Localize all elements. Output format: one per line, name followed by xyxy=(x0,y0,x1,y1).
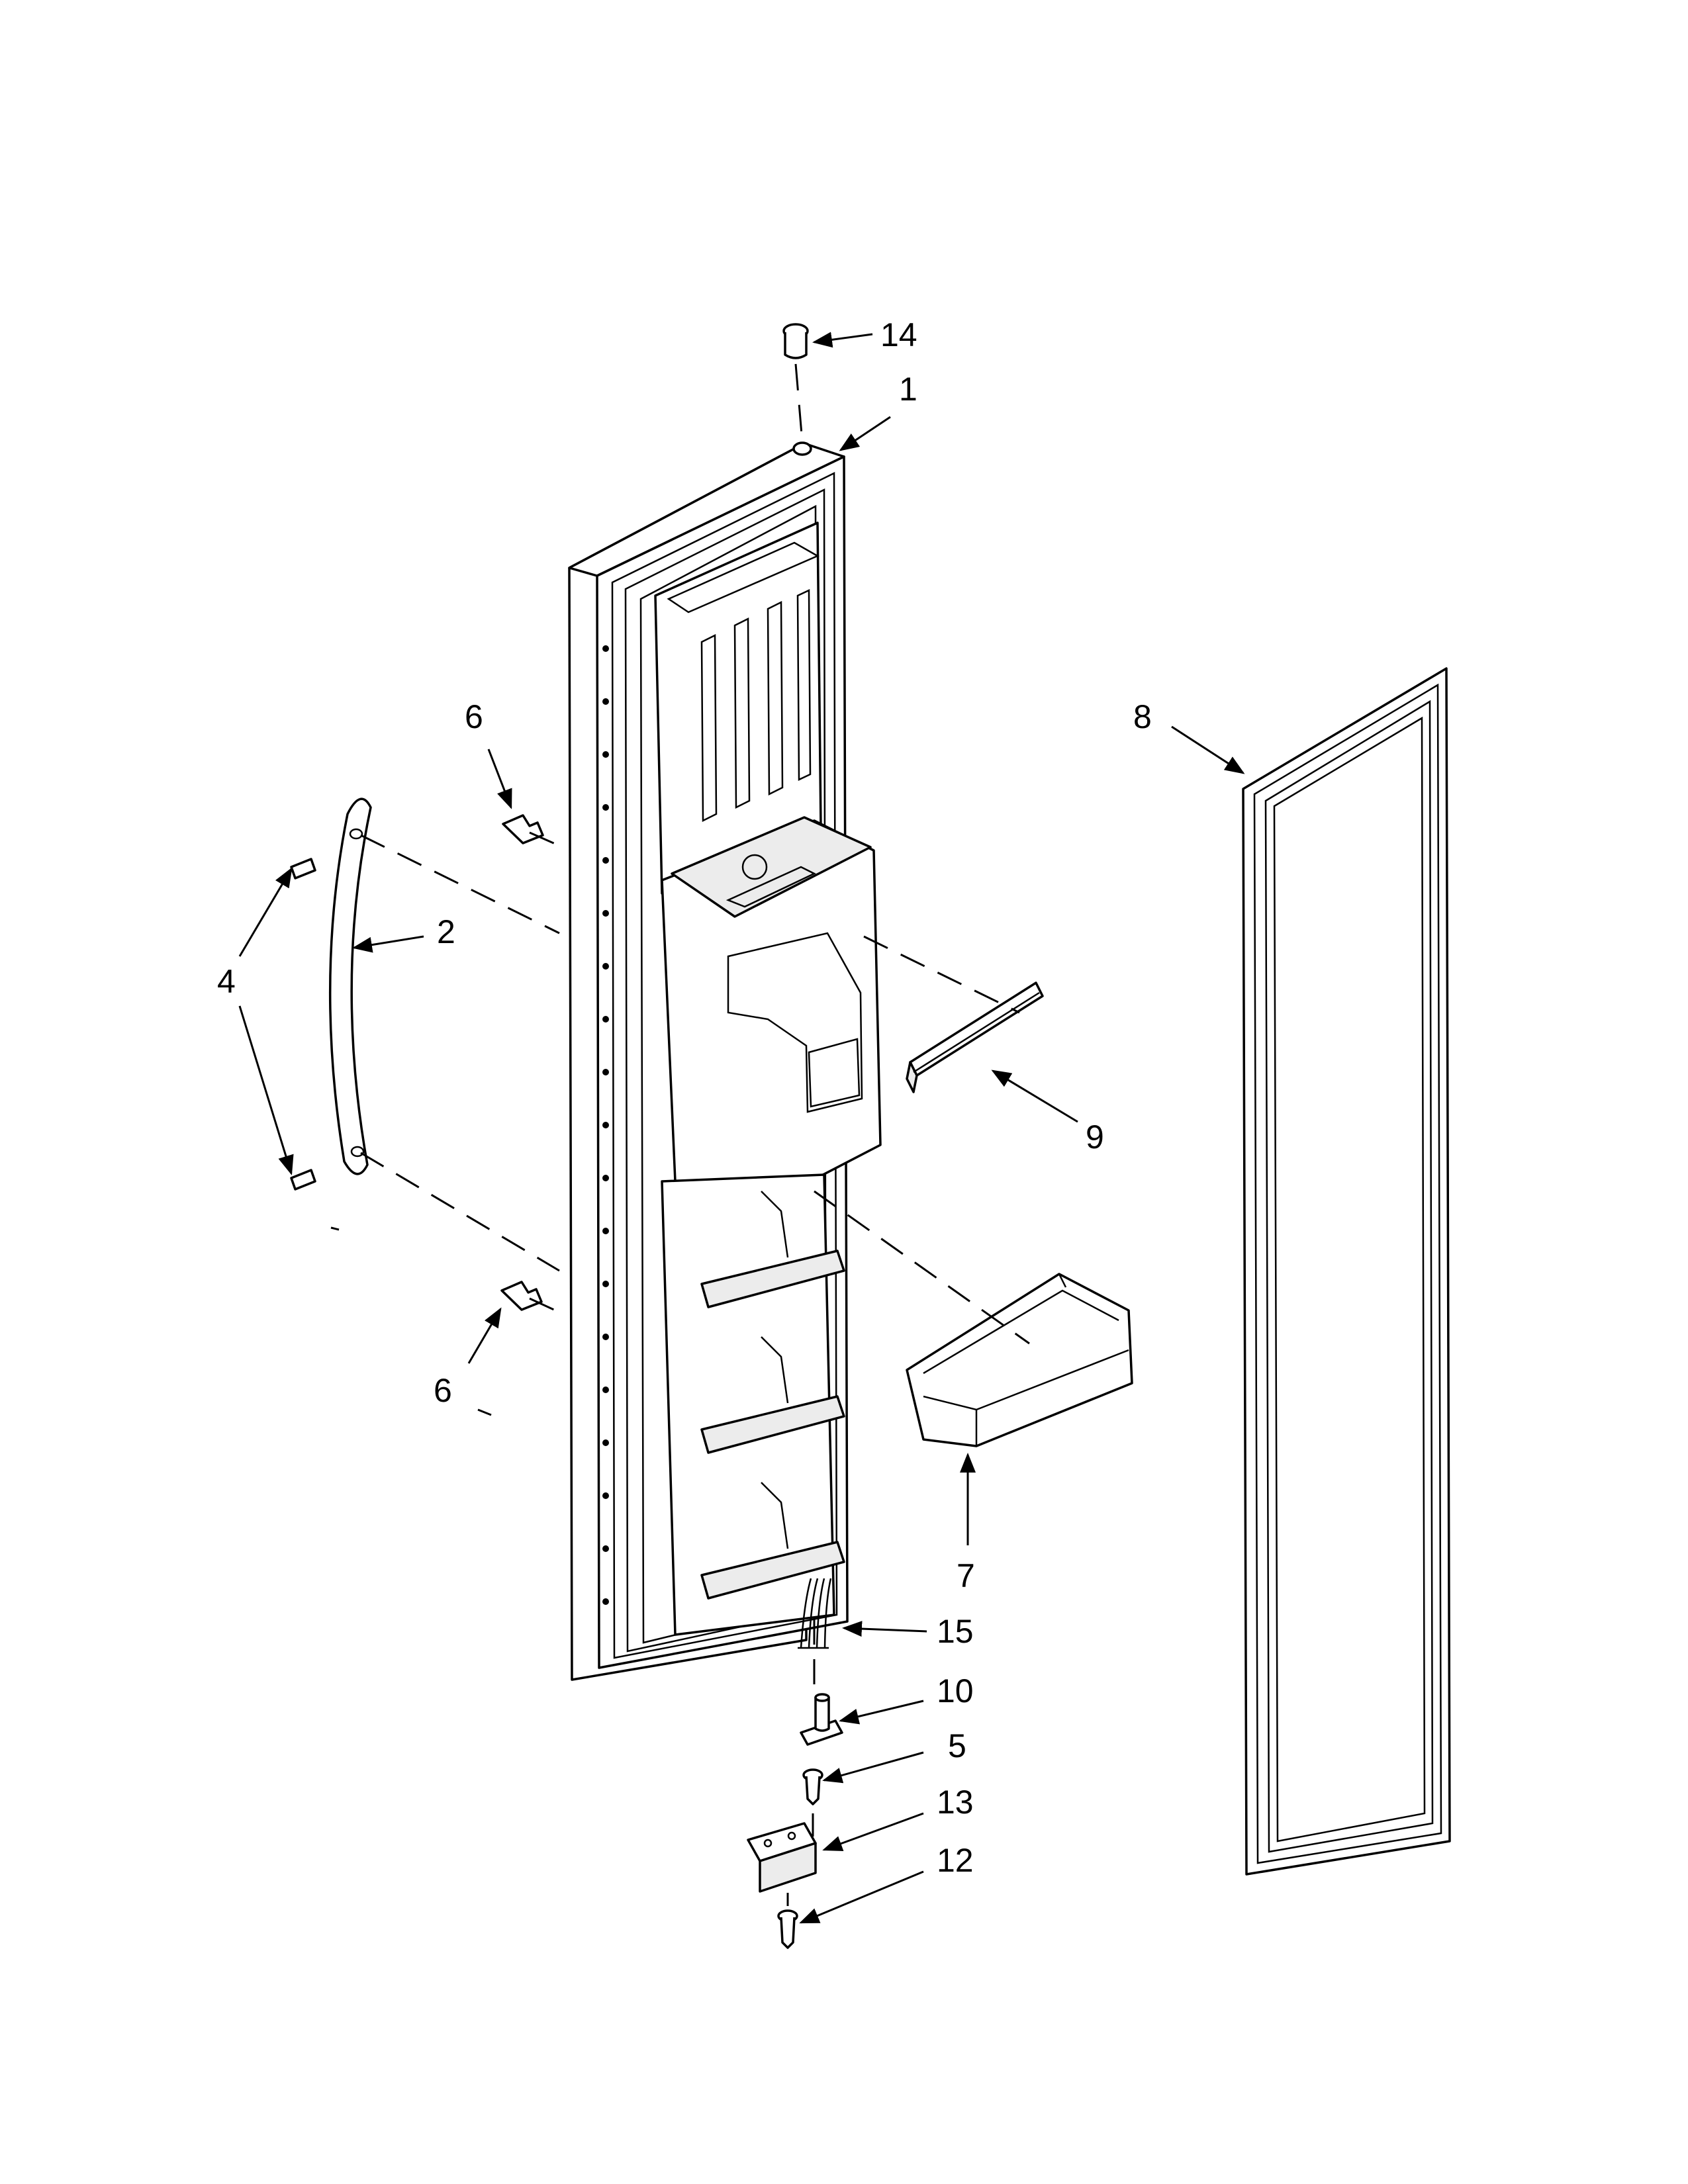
screw-upper-part xyxy=(502,814,544,844)
hinge-screw-part xyxy=(802,1768,823,1805)
callout-14: 14 xyxy=(880,316,917,353)
callout-6-lower: 6 xyxy=(434,1372,452,1409)
dispenser-trim-part xyxy=(906,981,1044,1093)
handle-screws-part xyxy=(290,858,316,1191)
callout-12: 12 xyxy=(937,1842,974,1879)
wire-harness-part xyxy=(798,1578,832,1649)
top-hinge-bushing-part xyxy=(782,323,809,359)
screw-lower-part xyxy=(500,1281,543,1311)
bracket-screw-part xyxy=(777,1909,798,1949)
callout-2: 2 xyxy=(437,913,455,950)
door-handle-part xyxy=(328,797,372,1175)
callout-4: 4 xyxy=(217,963,236,1000)
assembly-lines xyxy=(330,363,1030,1906)
door-rivets xyxy=(602,645,609,1605)
callout-6-upper: 6 xyxy=(465,698,483,735)
door-bin-part xyxy=(906,1273,1133,1447)
callout-13: 13 xyxy=(937,1784,974,1821)
door-gasket-part xyxy=(1242,667,1451,1876)
callout-5: 5 xyxy=(948,1727,966,1764)
callout-10: 10 xyxy=(937,1672,974,1709)
hinge-bracket-part xyxy=(747,1822,817,1893)
callout-1: 1 xyxy=(899,371,917,408)
lower-hinge-pin-part xyxy=(800,1693,843,1746)
callout-labels: 14 1 6 8 2 4 9 6 7 15 10 5 13 12 xyxy=(217,316,1152,1879)
door-assembly-part xyxy=(568,441,882,1681)
callout-9: 9 xyxy=(1086,1118,1104,1156)
leader-arrows xyxy=(238,332,1245,1924)
callout-8: 8 xyxy=(1133,698,1152,735)
callout-15: 15 xyxy=(937,1613,974,1650)
callout-7: 7 xyxy=(957,1557,975,1594)
